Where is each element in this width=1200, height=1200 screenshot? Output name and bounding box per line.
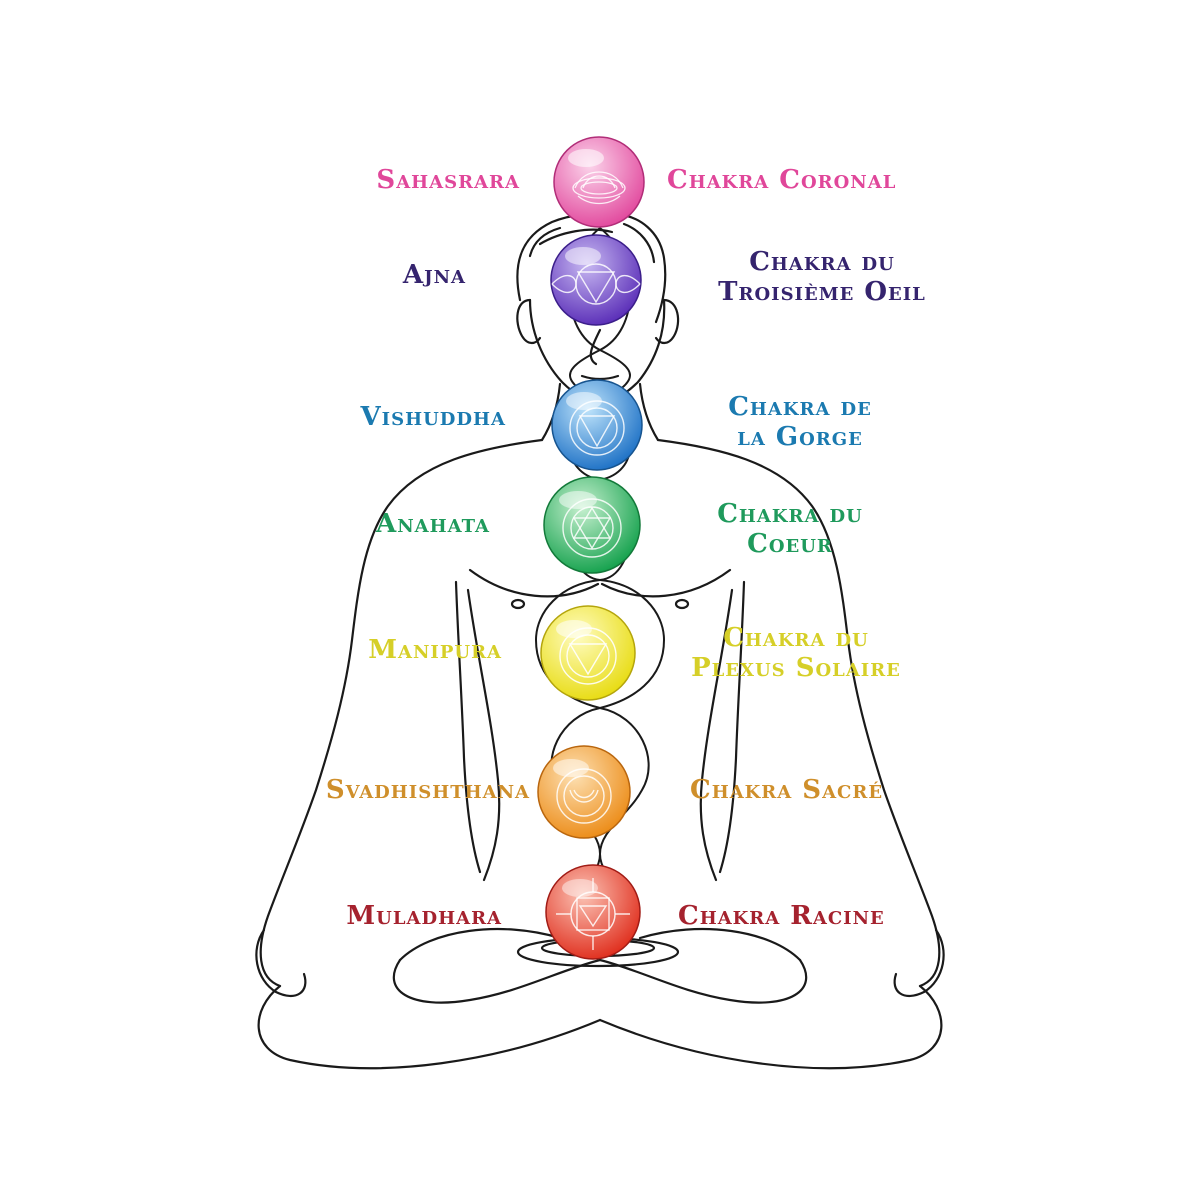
orb-anahata bbox=[543, 476, 641, 574]
orb-muladhara-highlight bbox=[562, 879, 598, 897]
calf-line bbox=[598, 958, 808, 1004]
french-label-anahata-line2: Coeur bbox=[747, 528, 833, 559]
sanskrit-label-ajna: Ajna bbox=[402, 260, 466, 290]
left-nipple bbox=[510, 598, 526, 610]
mouth bbox=[580, 374, 620, 381]
chakra-orb-ajna bbox=[550, 234, 642, 326]
neck-right bbox=[638, 382, 660, 442]
chakra-orb-anahata bbox=[543, 476, 641, 574]
meditating-figure-outline bbox=[255, 212, 945, 1070]
orb-ajna-highlight bbox=[565, 247, 601, 265]
chakra-orb-sahasrara bbox=[553, 136, 645, 228]
french-label-anahata: Chakra du Coeur bbox=[630, 499, 950, 559]
right-ear bbox=[654, 298, 680, 345]
orb-vishuddha-highlight bbox=[566, 392, 602, 410]
french-label-manipura-line1: Chakra du bbox=[723, 623, 869, 653]
channel-left bbox=[534, 227, 650, 911]
orb-vishuddha bbox=[551, 379, 643, 471]
orb-muladhara bbox=[545, 864, 641, 960]
french-label-vishuddha-line2: la Gorge bbox=[737, 421, 863, 452]
orb-svadhishthana-highlight bbox=[553, 759, 589, 777]
french-label-ajna: Chakra du Troisième Oeil bbox=[662, 247, 982, 307]
french-label-svadhishthana-line1: Chakra Sacré bbox=[690, 775, 884, 805]
chest-line bbox=[468, 568, 600, 598]
french-label-svadhishthana: Chakra Sacré bbox=[690, 775, 1010, 806]
chakra-orb-vishuddha bbox=[551, 379, 643, 471]
french-label-manipura: Chakra du Plexus Solaire bbox=[636, 623, 956, 683]
sanskrit-label-sahasrara: Sahasrara bbox=[376, 165, 520, 195]
right-shoulder-arm bbox=[656, 438, 941, 988]
sanskrit-label-svadhishthana: Svadhishthana bbox=[325, 775, 530, 805]
right-nipple bbox=[674, 598, 690, 610]
orb-sahasrara-highlight bbox=[568, 149, 604, 167]
french-label-ajna-line1: Chakra du bbox=[749, 247, 895, 277]
left-shoulder-arm bbox=[259, 438, 544, 988]
french-label-vishuddha: Chakra de la Gorge bbox=[640, 392, 960, 452]
french-label-sahasrara: Chakra Coronal bbox=[667, 165, 987, 196]
right-hand bbox=[893, 928, 945, 998]
left-hand bbox=[255, 928, 307, 998]
chakra-orb-manipura bbox=[540, 605, 636, 701]
french-label-sahasrara-line1: Chakra Coronal bbox=[667, 165, 897, 195]
left-ear bbox=[516, 298, 542, 345]
sanskrit-label-anahata: Anahata bbox=[376, 509, 490, 539]
hair-strand bbox=[528, 226, 562, 258]
chakra-orb-svadhishthana bbox=[537, 745, 631, 839]
sanskrit-label-manipura: Manipura bbox=[368, 635, 502, 665]
right-foot bbox=[638, 927, 802, 962]
left-leg bbox=[257, 984, 602, 1070]
left-foot bbox=[398, 927, 562, 962]
left-inner-arm bbox=[454, 580, 482, 874]
french-label-vishuddha-line1: Chakra de bbox=[728, 392, 872, 422]
right-torso bbox=[699, 588, 734, 882]
left-torso bbox=[466, 588, 501, 882]
square-icon bbox=[556, 878, 630, 950]
lotus-icon bbox=[572, 171, 626, 205]
calf-line bbox=[392, 958, 602, 1004]
chest-line bbox=[600, 568, 732, 598]
orb-ajna bbox=[550, 234, 642, 326]
orb-manipura bbox=[540, 605, 636, 701]
right-leg bbox=[598, 984, 943, 1070]
orb-manipura-highlight bbox=[556, 620, 592, 638]
french-label-muladhara-line1: Chakra Racine bbox=[678, 901, 885, 931]
triangle-icon bbox=[551, 263, 641, 305]
french-label-manipura-line2: Plexus Solaire bbox=[691, 652, 901, 683]
french-label-anahata-line1: Chakra du bbox=[717, 499, 863, 529]
french-label-muladhara: Chakra Racine bbox=[678, 901, 998, 932]
right-inner-arm bbox=[718, 580, 746, 874]
hair-strand bbox=[538, 228, 614, 246]
orb-svadhishthana bbox=[537, 745, 631, 839]
hair-strand bbox=[622, 222, 656, 264]
chakra-orb-muladhara bbox=[545, 864, 641, 960]
sanskrit-label-muladhara: Muladhara bbox=[346, 901, 502, 931]
orb-anahata-highlight bbox=[559, 491, 597, 509]
french-label-ajna-line2: Troisième Oeil bbox=[718, 276, 926, 307]
sanskrit-label-vishuddha: Vishuddha bbox=[360, 402, 506, 432]
nose bbox=[589, 328, 602, 366]
